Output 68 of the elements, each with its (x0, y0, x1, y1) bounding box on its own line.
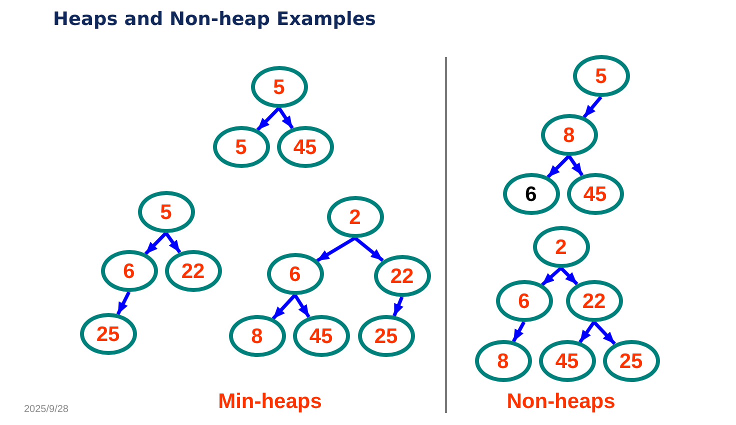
arrow (272, 294, 296, 320)
node-value: 45 (293, 136, 317, 158)
tree-node (532, 226, 590, 268)
node-value: 8 (497, 350, 509, 372)
tree-node (100, 250, 158, 292)
tree-node (138, 191, 194, 233)
arrow (546, 154, 570, 178)
arrow (560, 266, 578, 286)
node-value: 6 (289, 264, 301, 284)
arrow (541, 266, 562, 286)
diagram-title: Heaps and Non-heap Examples (53, 9, 376, 32)
node-value: 25 (96, 324, 120, 344)
group-caption: Non-heaps (506, 389, 616, 414)
arrow (116, 291, 131, 316)
node-value: 22 (181, 260, 205, 282)
node-value: 45 (583, 184, 607, 204)
tree-node (250, 66, 308, 108)
date-text: 2025/9/28 (24, 404, 68, 416)
arrow (582, 96, 602, 118)
arrow (294, 294, 310, 318)
tree-node (164, 250, 222, 292)
arrow (354, 236, 384, 262)
tree-node (276, 126, 334, 168)
tree-node (538, 340, 596, 382)
arrow (256, 106, 280, 132)
node-value: 22 (390, 266, 414, 286)
tree-node (474, 340, 532, 382)
node-value: 5 (160, 202, 172, 222)
node-value: 5 (273, 76, 285, 98)
node-value: 25 (374, 326, 398, 346)
tree-node (566, 280, 622, 322)
tree-node (540, 114, 598, 156)
node-value: 2 (555, 236, 567, 258)
tree-node (228, 315, 286, 357)
node-value: 5 (595, 66, 607, 86)
arrow (144, 232, 168, 256)
node-value: 8 (251, 326, 263, 346)
tree-node (496, 280, 552, 322)
tree-node (326, 196, 384, 238)
tree-node (80, 313, 136, 355)
node-value: 5 (235, 136, 247, 158)
node-value: 22 (582, 290, 606, 312)
tree-node (566, 173, 624, 215)
tree-node (292, 315, 350, 357)
node-value: 45 (309, 326, 333, 346)
tree-node (212, 126, 270, 168)
tree-node (266, 253, 324, 295)
arrow (316, 236, 356, 262)
group-caption: Min-heaps (218, 389, 322, 414)
arrow (592, 320, 616, 345)
node-value: 25 (619, 350, 643, 372)
arrow (568, 155, 584, 176)
node-value: 6 (518, 290, 530, 312)
tree-node (358, 315, 414, 357)
tree-node (502, 173, 560, 215)
node-value: 45 (555, 350, 579, 372)
arrow (164, 232, 182, 254)
arrow (512, 321, 526, 342)
arrow (578, 321, 596, 344)
node-value: 2 (349, 206, 361, 228)
tree-node (602, 340, 660, 382)
arrow (392, 296, 404, 317)
node-value: 6 (123, 260, 135, 282)
node-value: 8 (563, 124, 575, 146)
node-value: 6 (525, 184, 537, 204)
arrow (278, 107, 294, 130)
tree-node (374, 255, 430, 297)
tree-node (572, 55, 630, 97)
